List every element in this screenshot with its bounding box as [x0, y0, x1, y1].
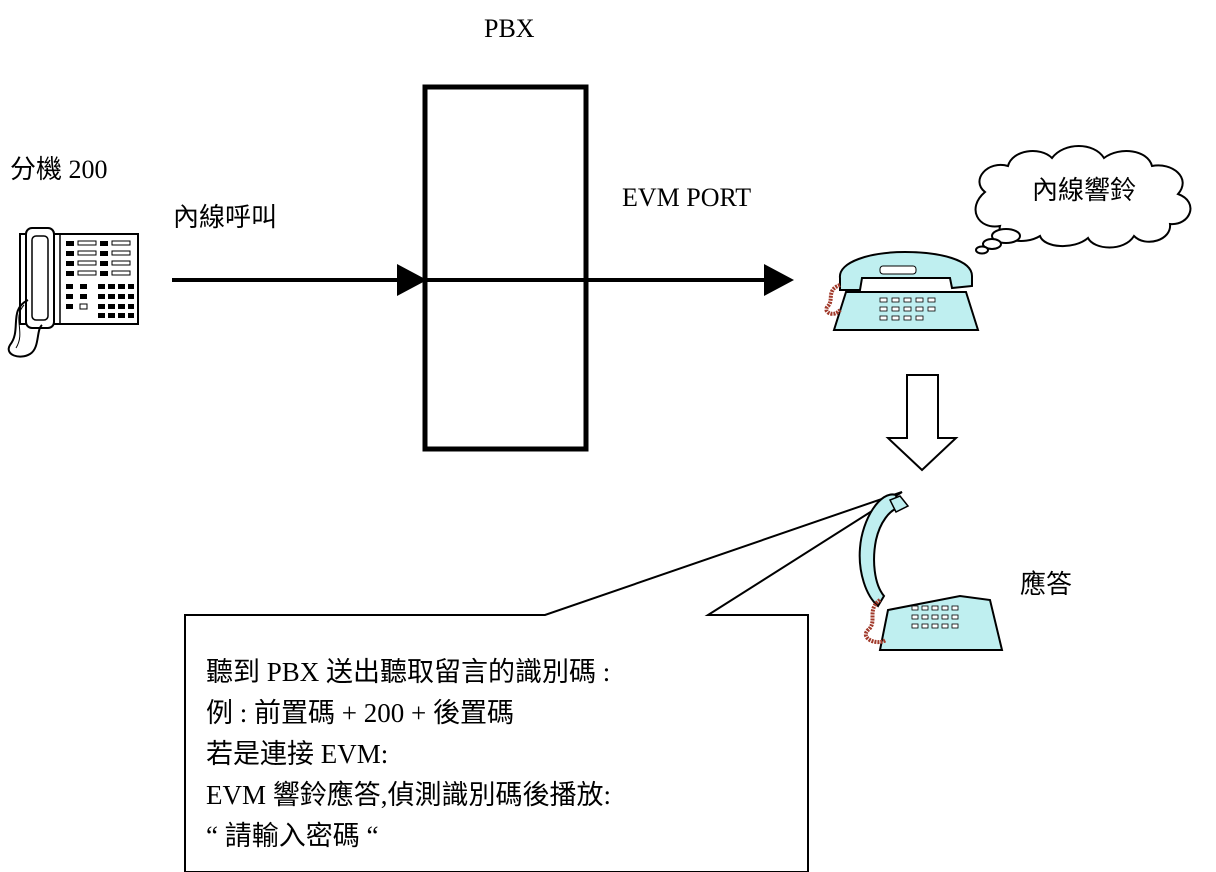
- callout-line: 例 : 前置碼 + 200 + 後置碼: [206, 698, 514, 728]
- callout-box: [184, 491, 903, 872]
- answer-label: 應答: [1020, 570, 1073, 599]
- multiline-desk-phone-icon: [7, 227, 139, 358]
- pbx-label: PBX: [484, 14, 535, 43]
- extension-label: 分機 200: [10, 155, 108, 184]
- call-arrow: [172, 264, 794, 296]
- answered-phone-icon: [858, 493, 1004, 651]
- callout-line: “ 請輸入密碼 “: [206, 821, 379, 851]
- callout-text: 聽到 PBX 送出聽取留言的識別碼 : 例 : 前置碼 + 200 + 後置碼 …: [206, 652, 611, 857]
- ringing-phone-icon: [824, 250, 980, 331]
- thought-cloud-icon: [974, 145, 1192, 255]
- callout-line: 若是連接 EVM:: [206, 739, 389, 769]
- internal-call-label: 內線呼叫: [173, 203, 278, 232]
- cloud-text: 內線響鈴: [1032, 176, 1137, 205]
- callout-line: 聽到 PBX 送出聽取留言的識別碼 :: [206, 657, 611, 687]
- callout-line: EVM 響鈴應答,偵測識別碼後播放:: [206, 780, 611, 810]
- hollow-down-arrow-icon: [885, 374, 959, 472]
- pbx-box: [422, 84, 589, 452]
- evm-port-label: EVM PORT: [622, 183, 752, 212]
